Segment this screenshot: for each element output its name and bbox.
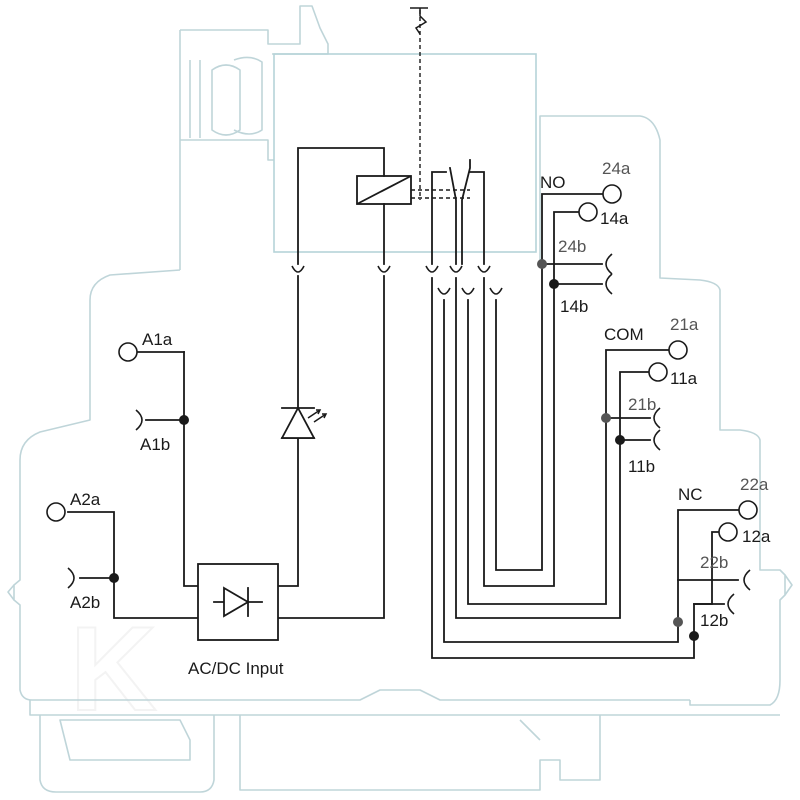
housing-outline	[7, 5, 793, 793]
socket-24b	[605, 253, 613, 275]
input-wiring	[67, 275, 385, 619]
label-21b: 21b	[628, 395, 656, 414]
terminal-14a	[578, 202, 598, 222]
socket-a1b	[135, 409, 143, 431]
label-no: NO	[540, 173, 566, 192]
label-22b: 22b	[700, 553, 728, 572]
mechanical-link	[410, 7, 470, 200]
socket-21b	[653, 407, 661, 429]
relay-module-box	[273, 53, 537, 253]
watermark-logo: K	[70, 602, 157, 736]
output-wiring	[431, 193, 739, 659]
label-24a: 24a	[602, 159, 631, 178]
label-a2b: A2b	[70, 593, 100, 612]
label-nc: NC	[678, 485, 703, 504]
terminal-a1a	[118, 342, 138, 362]
terminal-circles	[46, 184, 758, 542]
socket-22b	[743, 569, 751, 591]
contact-switches	[431, 159, 485, 265]
label-a1a: A1a	[142, 330, 173, 349]
socket-14b	[605, 273, 613, 295]
label-11b: 11b	[628, 457, 655, 476]
terminal-12a	[718, 522, 738, 542]
terminal-11a	[648, 362, 668, 382]
label-a2a: A2a	[70, 490, 101, 509]
label-14b: 14b	[560, 297, 588, 316]
socket-11b	[653, 429, 661, 451]
socket-row-top	[291, 265, 503, 295]
label-12b: 12b	[700, 611, 728, 630]
rectifier-block	[197, 563, 279, 641]
relay-coil	[297, 147, 412, 265]
terminal-21a	[668, 340, 688, 360]
label-com: COM	[604, 325, 644, 344]
led-indicator-icon	[280, 406, 328, 439]
terminal-labels: A1a A1b A2a A2b NO 24a 14a 24b 14b COM 2…	[70, 159, 771, 678]
label-11a: 11a	[670, 369, 698, 388]
label-12a: 12a	[742, 527, 771, 546]
terminal-24a	[602, 184, 622, 204]
label-22a: 22a	[740, 475, 769, 494]
terminal-22a	[738, 500, 758, 520]
socket-12b	[727, 593, 735, 615]
label-21a: 21a	[670, 315, 699, 334]
label-24b: 24b	[558, 237, 586, 256]
label-ac-dc-input: AC/DC Input	[188, 659, 284, 678]
terminal-sockets	[67, 253, 751, 615]
socket-a2b	[67, 567, 75, 589]
label-a1b: A1b	[140, 435, 170, 454]
terminal-a2a	[46, 502, 66, 522]
label-14a: 14a	[600, 209, 629, 228]
